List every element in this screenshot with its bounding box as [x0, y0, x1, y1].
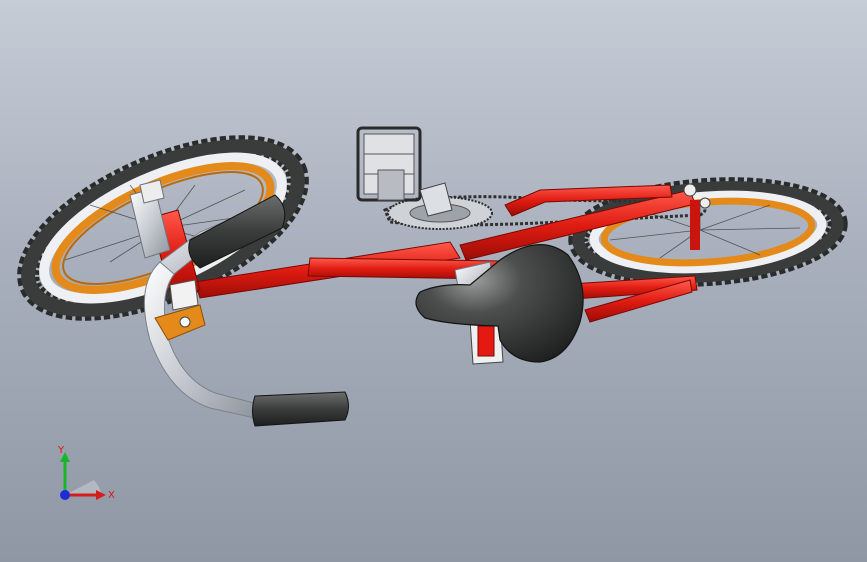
saddle[interactable] — [415, 244, 584, 363]
y-axis-label: Y — [57, 445, 65, 456]
x-axis-arrow — [65, 490, 106, 500]
x-axis-label: X — [108, 490, 115, 501]
left-grip[interactable] — [252, 391, 349, 427]
stem-clamp[interactable] — [154, 279, 206, 341]
right-grip[interactable] — [188, 194, 286, 269]
pedal-lower[interactable] — [469, 317, 504, 365]
rear-wheel[interactable] — [568, 177, 848, 287]
rear-hub — [683, 183, 711, 209]
z-axis-point — [60, 490, 70, 500]
triad-plane — [65, 480, 102, 495]
pedal-upper[interactable] — [356, 126, 453, 217]
coordinate-triad: Y X — [50, 440, 120, 510]
front-fork[interactable] — [129, 179, 171, 259]
y-axis-arrow — [60, 452, 70, 495]
